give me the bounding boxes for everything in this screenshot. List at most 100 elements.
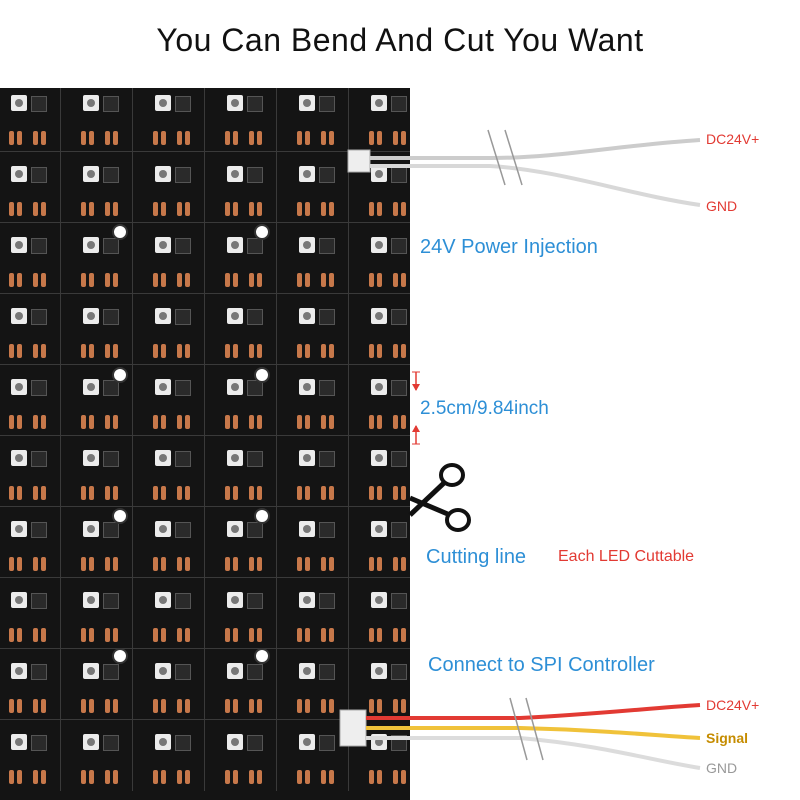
led-cell: [276, 88, 348, 152]
copper-pad: [233, 273, 238, 287]
led-cell: [204, 435, 276, 507]
copper-pad: [225, 628, 230, 642]
copper-pad: [161, 770, 166, 784]
chip-icon: [319, 735, 335, 751]
copper-pad: [185, 344, 190, 358]
copper-pad: [257, 344, 262, 358]
copper-pad: [113, 131, 118, 145]
copper-pad: [305, 699, 310, 713]
led-cell: [60, 648, 132, 720]
copper-pad: [377, 770, 382, 784]
copper-pad: [233, 557, 238, 571]
chip-icon: [247, 96, 263, 112]
chip-icon: [247, 309, 263, 325]
copper-pad: [297, 273, 302, 287]
led-icon: [155, 379, 171, 395]
copper-pad: [305, 273, 310, 287]
mounting-hole: [112, 648, 128, 664]
copper-pad: [105, 628, 110, 642]
chip-icon: [391, 309, 407, 325]
led-cell: [0, 648, 60, 720]
copper-pad: [377, 486, 382, 500]
copper-pad: [233, 202, 238, 216]
led-icon: [371, 521, 387, 537]
led-cell: [0, 88, 60, 152]
led-cell: [132, 577, 204, 649]
led-icon: [11, 379, 27, 395]
chip-icon: [247, 664, 263, 680]
copper-pad: [153, 628, 158, 642]
copper-pad: [177, 131, 182, 145]
controller-signal-label: Signal: [706, 730, 749, 746]
copper-pad: [321, 699, 326, 713]
led-icon: [299, 166, 315, 182]
copper-pad: [89, 557, 94, 571]
copper-pad: [401, 628, 406, 642]
led-cell: [132, 648, 204, 720]
copper-pad: [177, 557, 182, 571]
led-icon: [227, 592, 243, 608]
chip-icon: [247, 522, 263, 538]
copper-pad: [161, 202, 166, 216]
copper-pad: [257, 273, 262, 287]
chip-icon: [175, 167, 191, 183]
led-cell: [60, 88, 132, 152]
copper-pad: [81, 273, 86, 287]
led-cell: [60, 222, 132, 294]
copper-pad: [153, 273, 158, 287]
led-icon: [155, 521, 171, 537]
led-cell: [276, 293, 348, 365]
mounting-hole: [112, 367, 128, 383]
controller-label: Connect to SPI Controller: [428, 654, 655, 676]
chip-icon: [103, 735, 119, 751]
copper-pad: [81, 770, 86, 784]
copper-pad: [185, 486, 190, 500]
chip-icon: [103, 664, 119, 680]
copper-pad: [233, 344, 238, 358]
led-cell: [276, 506, 348, 578]
copper-pad: [249, 557, 254, 571]
copper-pad: [185, 770, 190, 784]
led-cell: [132, 293, 204, 365]
chip-icon: [391, 522, 407, 538]
led-icon: [11, 450, 27, 466]
chip-icon: [103, 309, 119, 325]
chip-icon: [247, 735, 263, 751]
chip-icon: [31, 593, 47, 609]
copper-pad: [33, 628, 38, 642]
led-icon: [299, 95, 315, 111]
copper-pad: [297, 628, 302, 642]
led-cell: [204, 364, 276, 436]
led-cell: [0, 364, 60, 436]
copper-pad: [305, 628, 310, 642]
copper-pad: [9, 699, 14, 713]
copper-pad: [233, 770, 238, 784]
copper-pad: [225, 131, 230, 145]
copper-pad: [153, 202, 158, 216]
copper-pad: [89, 699, 94, 713]
led-cell: [204, 648, 276, 720]
copper-pad: [89, 628, 94, 642]
copper-pad: [185, 202, 190, 216]
copper-pad: [185, 557, 190, 571]
copper-pad: [185, 131, 190, 145]
copper-pad: [377, 699, 382, 713]
copper-pad: [153, 486, 158, 500]
copper-pad: [177, 699, 182, 713]
copper-pad: [297, 415, 302, 429]
chip-icon: [175, 309, 191, 325]
led-cell: [348, 88, 410, 152]
led-cell: [204, 293, 276, 365]
copper-pad: [369, 628, 374, 642]
copper-pad: [225, 344, 230, 358]
led-cell: [0, 222, 60, 294]
copper-pad: [377, 415, 382, 429]
copper-pad: [177, 202, 182, 216]
copper-pad: [369, 344, 374, 358]
copper-pad: [89, 273, 94, 287]
scissors-icon: [408, 463, 471, 532]
copper-pad: [297, 557, 302, 571]
copper-pad: [297, 202, 302, 216]
copper-pad: [185, 415, 190, 429]
